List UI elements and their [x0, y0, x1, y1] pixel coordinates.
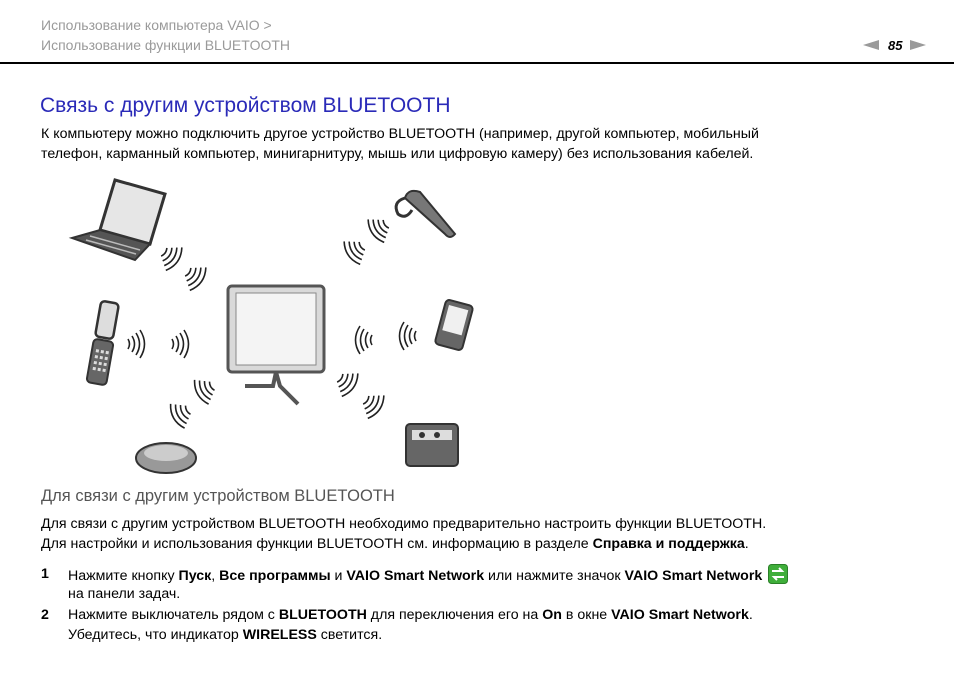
step-2-number: 2	[41, 607, 49, 623]
header-divider	[0, 62, 954, 64]
arrow-right-icon[interactable]	[910, 40, 927, 50]
breadcrumb-line-1: Использование компьютера VAIO >	[41, 17, 272, 33]
bluetooth-devices-illustration	[68, 178, 474, 474]
section-subheading: Для связи с другим устройством BLUETOOTH	[41, 487, 395, 505]
camera-icon	[405, 423, 459, 467]
page-title: Связь с другим устройством BLUETOOTH	[40, 94, 451, 117]
body-line-2: Для настройки и использования функции BL…	[41, 536, 749, 552]
arrow-left-icon[interactable]	[863, 40, 879, 50]
mouse-icon	[135, 442, 197, 474]
pda-icon	[434, 299, 474, 351]
step-1-line-1: Нажмите кнопку Пуск, Все программы и VAI…	[68, 564, 789, 586]
breadcrumb-line-2: Использование функции BLUETOOTH	[41, 37, 291, 53]
help-and-support-link: Справка и поддержка	[592, 536, 745, 552]
mobile-phone-icon	[85, 300, 120, 386]
step-2-line-1: Нажмите выключатель рядом с BLUETOOTH дл…	[68, 607, 753, 623]
page-number: 85	[888, 37, 903, 53]
step-2-line-2: Убедитесь, что индикатор WIRELESS светит…	[68, 627, 383, 643]
intro-line-1: К компьютеру можно подключить другое уст…	[41, 126, 759, 142]
headset-icon	[394, 189, 457, 238]
laptop-icon	[68, 178, 167, 262]
step-1-number: 1	[41, 566, 49, 582]
step-1-line-2: на панели задач.	[68, 586, 181, 602]
monitor-icon	[226, 284, 326, 406]
vaio-smart-network-icon	[768, 564, 789, 584]
body-line-1: Для связи с другим устройством BLUETOOTH…	[41, 516, 767, 532]
page-navigation: 85	[863, 36, 927, 54]
intro-line-2: телефон, карманный компьютер, минигарнит…	[41, 146, 754, 162]
